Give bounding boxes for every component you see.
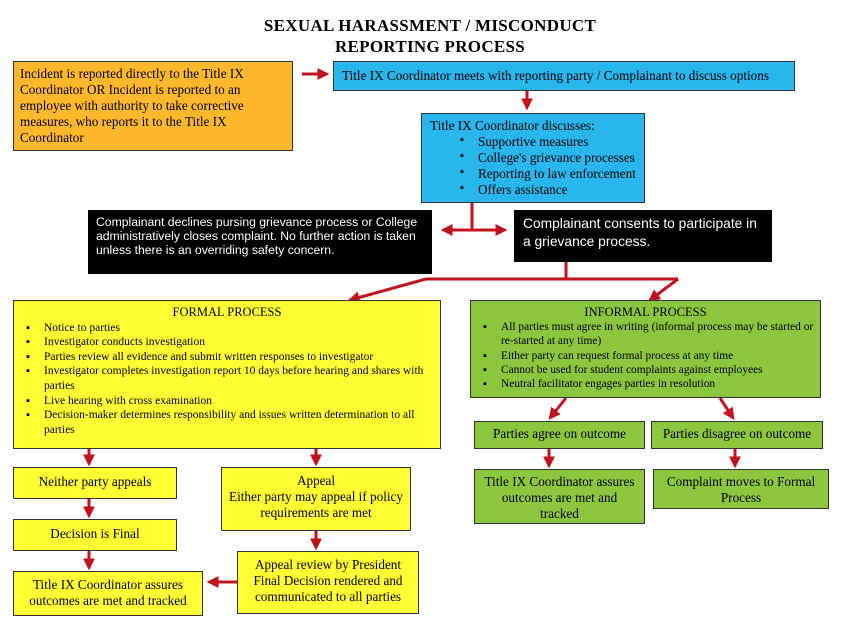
coordinator-assures-formal-box: Title IX Coordinator assures outcomes ar… bbox=[13, 571, 203, 616]
coordinator-assures-informal-box: Title IX Coordinator assures outcomes ar… bbox=[474, 469, 645, 524]
list-item: Parties review all evidence and submit w… bbox=[20, 350, 434, 365]
list-item: Supportive measures bbox=[454, 134, 636, 150]
coordinator-assures-informal-text: Title IX Coordinator assures outcomes ar… bbox=[484, 474, 635, 522]
parties-agree-box: Parties agree on outcome bbox=[474, 421, 645, 449]
list-item: Investigator completes investigation rep… bbox=[20, 364, 434, 393]
informal-process-heading: INFORMAL PROCESS bbox=[584, 305, 707, 319]
coordinator-discusses-list: Supportive measures College's grievance … bbox=[454, 134, 636, 198]
appeal-review-box: Appeal review by President Final Decisio… bbox=[237, 551, 419, 614]
coordinator-discusses-heading: Title IX Coordinator discusses: bbox=[430, 118, 595, 133]
arrow-to-informal bbox=[648, 277, 679, 302]
coordinator-discusses-box: Title IX Coordinator discusses: Supporti… bbox=[421, 113, 645, 203]
title-line-2: REPORTING PROCESS bbox=[334, 37, 526, 56]
list-item: Offers assistance bbox=[454, 182, 636, 198]
arrow-to-disagree bbox=[718, 397, 735, 421]
complaint-moves-text: Complaint moves to Formal Process bbox=[666, 474, 816, 506]
complainant-consents-box: Complainant consents to participate in a… bbox=[514, 210, 772, 262]
appeal-text: Either party may appeal if policy requir… bbox=[229, 489, 403, 521]
neither-appeals-box: Neither party appeals bbox=[13, 467, 177, 499]
list-item: Notice to parties bbox=[20, 321, 434, 336]
incident-reported-box: Incident is reported directly to the Tit… bbox=[13, 61, 293, 151]
list-item: Either party can request formal process … bbox=[477, 349, 814, 363]
title-line-1: SEXUAL HARASSMENT / MISCONDUCT bbox=[263, 16, 597, 35]
complainant-declines-text: Complainant declines pursing grievance p… bbox=[96, 215, 418, 257]
decision-final-text: Decision is Final bbox=[50, 526, 140, 541]
complainant-declines-box: Complainant declines pursing grievance p… bbox=[88, 210, 432, 274]
incident-reported-text: Incident is reported directly to the Tit… bbox=[20, 66, 244, 146]
decision-final-box: Decision is Final bbox=[13, 519, 177, 551]
appeal-box: Appeal Either party may appeal if policy… bbox=[221, 467, 411, 531]
list-item: Decision-maker determines responsibility… bbox=[20, 408, 434, 437]
parties-disagree-text: Parties disagree on outcome bbox=[662, 426, 812, 441]
neither-appeals-text: Neither party appeals bbox=[38, 474, 152, 489]
list-item: All parties must agree in writing (infor… bbox=[477, 320, 814, 348]
informal-process-box: INFORMAL PROCESS All parties must agree … bbox=[470, 300, 821, 398]
list-item: College's grievance processes bbox=[454, 150, 636, 166]
coordinator-assures-formal-text: Title IX Coordinator assures outcomes ar… bbox=[29, 577, 187, 609]
formal-process-box: FORMAL PROCESS Notice to parties Investi… bbox=[13, 300, 441, 449]
complaint-moves-box: Complaint moves to Formal Process bbox=[653, 469, 829, 509]
coordinator-meets-text: Title IX Coordinator meets with reportin… bbox=[342, 68, 769, 83]
parties-disagree-box: Parties disagree on outcome bbox=[651, 421, 823, 449]
diagram-title: SEXUAL HARASSMENT / MISCONDUCT REPORTING… bbox=[0, 15, 846, 57]
coordinator-meets-box: Title IX Coordinator meets with reportin… bbox=[333, 61, 795, 91]
list-item: Cannot be used for student complaints ag… bbox=[477, 363, 814, 377]
arrow-to-agree bbox=[548, 397, 568, 420]
complainant-consents-text: Complainant consents to participate in a… bbox=[523, 216, 757, 249]
arrow-to-formal bbox=[347, 277, 427, 304]
appeal-heading: Appeal bbox=[296, 473, 336, 488]
parties-agree-text: Parties agree on outcome bbox=[493, 426, 626, 441]
list-item: Reporting to law enforcement bbox=[454, 166, 636, 182]
formal-process-heading: FORMAL PROCESS bbox=[172, 305, 282, 319]
list-item: Neutral facilitator engages parties in r… bbox=[477, 377, 814, 391]
formal-process-list: Notice to parties Investigator conducts … bbox=[20, 321, 434, 438]
list-item: Investigator conducts investigation bbox=[20, 335, 434, 350]
appeal-review-text: Appeal review by President Final Decisio… bbox=[253, 557, 403, 605]
informal-process-list: All parties must agree in writing (infor… bbox=[477, 320, 814, 391]
list-item: Live hearing with cross examination bbox=[20, 394, 434, 409]
